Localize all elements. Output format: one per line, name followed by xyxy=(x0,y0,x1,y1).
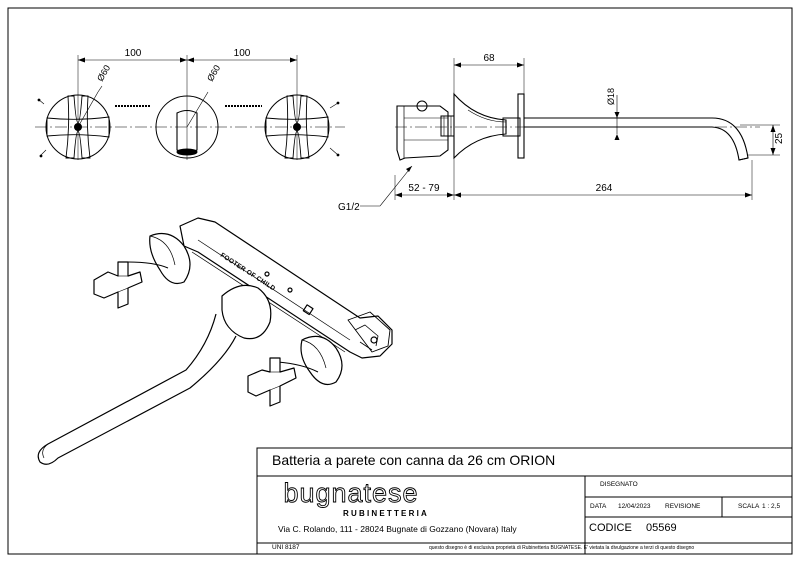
dimension-spacing xyxy=(78,57,297,63)
company-address: Via C. Rolando, 111 - 28024 Bugnate di G… xyxy=(278,524,517,534)
data-value: 12/04/2023 xyxy=(618,503,651,510)
company-logo: bugnatese RUBINETTERIA xyxy=(283,478,429,518)
standard-label: UNI 8187 xyxy=(272,544,300,551)
dim-label-spout-length: 264 xyxy=(596,183,613,194)
dim-label-spacing-left: 100 xyxy=(125,48,142,59)
front-view xyxy=(35,55,345,160)
dim-label-spout-drop: 25 xyxy=(774,132,785,144)
dim-label-depth: 68 xyxy=(483,53,495,64)
dim-label-thread: G1/2 xyxy=(338,202,360,213)
left-handle-iso xyxy=(93,233,191,309)
drawing-title: Batteria a parete con canna da 26 cm ORI… xyxy=(272,452,556,468)
wall-body-side xyxy=(396,100,455,161)
dim-label-dia-middle: Ø60 xyxy=(205,63,222,83)
dim-label-adjust: 52 - 79 xyxy=(408,183,440,194)
codice-value: 05569 xyxy=(646,522,677,534)
dim-label-spout-dia: Ø18 xyxy=(606,88,616,105)
data-label: DATA xyxy=(590,503,607,510)
revisione-label: REVISIONE xyxy=(665,503,701,510)
spout-plate-front xyxy=(155,91,219,159)
thread-leader xyxy=(360,165,413,207)
codice-label: CODICE xyxy=(589,522,632,534)
dimension-spout-length xyxy=(454,192,752,198)
dim-label-dia-left: Ø60 xyxy=(95,63,112,83)
logo-wordmark: bugnatese xyxy=(283,478,418,508)
disclaimer-text: questo disegno è di esclusiva proprietà … xyxy=(429,545,695,551)
scala-label: SCALA xyxy=(738,503,760,510)
dimension-depth xyxy=(454,62,524,68)
disegnato-label: DISEGNATO xyxy=(600,481,638,488)
dim-label-spacing-right: 100 xyxy=(234,48,251,59)
spout-side xyxy=(524,117,749,161)
logo-subtitle: RUBINETTERIA xyxy=(343,509,429,518)
right-handle-iso xyxy=(247,335,343,407)
scala-value: 1 : 2,5 xyxy=(762,503,781,510)
dimension-spout-drop xyxy=(770,125,776,155)
dimension-adjust xyxy=(395,192,454,198)
side-view xyxy=(360,58,780,207)
left-handle-front xyxy=(37,85,111,160)
title-block-frame xyxy=(256,447,793,555)
handle-side xyxy=(453,92,525,160)
spout-iso xyxy=(37,284,272,465)
isometric-view: FOOTER OF CHILD xyxy=(37,217,393,465)
right-handle-front xyxy=(264,94,340,160)
